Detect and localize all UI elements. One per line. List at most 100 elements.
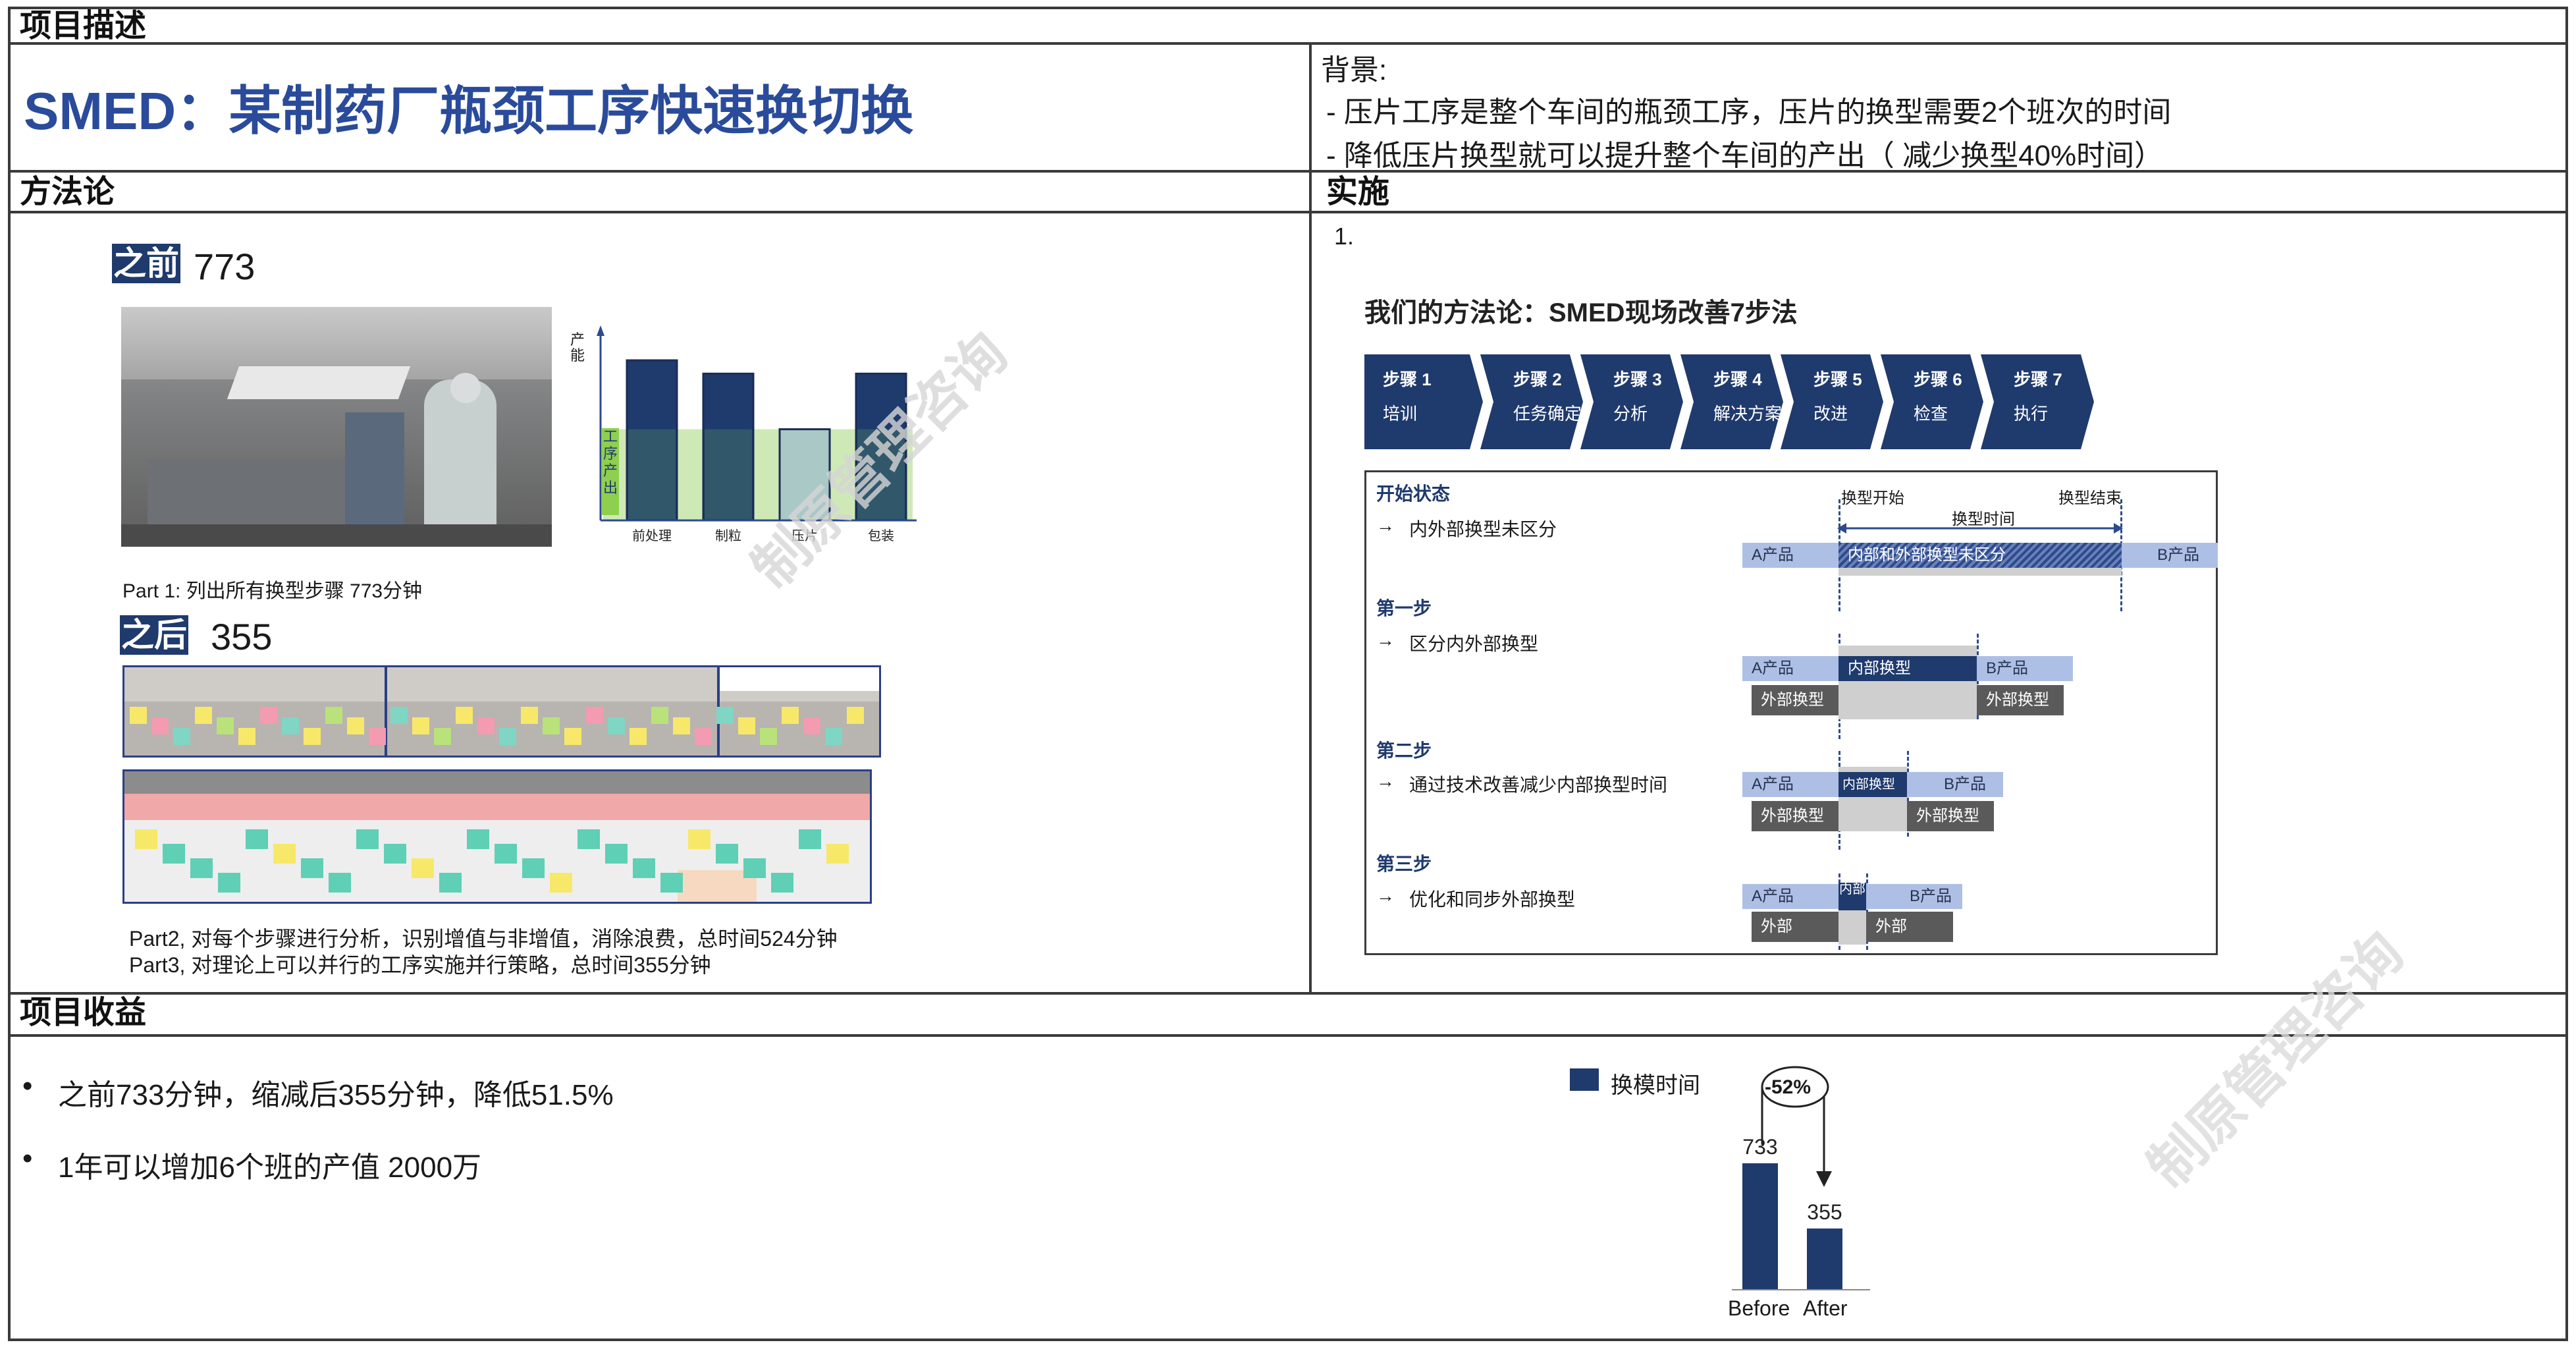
part2-text: Part2, 对每个步骤进行分析，识别增值与非增值，消除浪费，总时间524分钟 [129,927,838,951]
capacity-chart: 前处理制粒压片包装 [597,325,917,543]
after-tag-label: 之后 [121,617,187,653]
category-label: 压片 [792,528,818,543]
sticky-note [522,858,545,878]
external-changeover-bar: 外部换型 [1977,685,2064,715]
sticky-note [586,707,603,724]
frame-left [8,7,11,1341]
band-label: 工序产出 [603,428,618,496]
product-a-bar: A产品 [1742,884,1838,909]
sticky-note [347,717,364,734]
chart-ylabel: 产能 [570,331,585,364]
sticky-note [673,717,690,734]
internal-changeover-bar: 内部换型 [1838,656,1977,681]
stage2-item: 通过技术改善减少内部换型时间 [1409,775,1668,795]
category-label: 制粒 [715,528,741,543]
stage0-item: 内外部换型未区分 [1409,519,1557,539]
page-title: SMED：某制药厂瓶颈工序快速换切换 [24,82,914,140]
arrow-right-icon: → [1376,515,1395,536]
band-label-box: 工序产出 [602,428,619,515]
benefit-2: 1年可以增加6个班的产值 2000万 [58,1151,482,1184]
before-tag: 之前 [112,244,180,283]
sticky-note [369,728,386,745]
internal-changeover-bar: 内部换型 [1838,772,1907,797]
sticky-note [151,717,169,734]
sticky-note [329,873,351,893]
sticky-note [412,858,434,878]
reduction-label: -52% [1765,1076,1811,1098]
changeover-value: 733 [1742,1135,1777,1159]
frame-divider [1309,42,1312,995]
sticky-note [456,707,473,724]
step-label: 改进 [1813,404,1848,424]
stage3-title: 第三步 [1376,854,1432,874]
sticky-note [434,728,451,745]
after-tag: 之后 [120,615,188,655]
sticky-note [499,728,516,745]
sticky-note [356,829,379,849]
changeover-bar [1742,1163,1778,1290]
step-label: 检查 [1914,404,1948,424]
stage0-title: 开始状态 [1376,483,1451,504]
timeline-duration: 换型时间 [1952,511,2015,528]
sticky-note [577,829,600,849]
legend-label: 换模时间 [1611,1073,1700,1098]
step-chevron: 步骤 5 改进 [1781,354,1883,449]
changeover-chart: 733 355 [1732,1066,1870,1290]
sticky-note [467,829,489,849]
after-value: 355 [211,616,273,657]
sticky-note [190,858,213,878]
sticky-note [301,858,323,878]
sticky-note [238,728,255,745]
changeover-bar [1807,1229,1842,1290]
sticky-note [716,707,734,724]
part3-text: Part3, 对理论上可以并行的工序实施并行策略，总时间355分钟 [129,953,711,977]
sticky-note [738,717,755,734]
product-b-bar: B产品 [2122,543,2218,568]
y-axis-arrow [597,325,604,336]
product-b-bar: B产品 [1866,884,1962,909]
step-chevron: 步骤 1 培训 [1364,354,1483,449]
external-changeover-bar: 外部换型 [1752,685,1838,715]
product-b-bar: B产品 [1977,656,2073,681]
part1-text: Part 1: 列出所有换型步骤 773分钟 [122,580,423,602]
sticky-note [605,844,628,864]
sticky-note [521,707,538,724]
sticky-note [743,858,766,878]
before-tag-label: 之前 [113,245,179,282]
frame-line [8,170,2568,173]
sticky-note [195,707,212,724]
sticky-note [633,858,655,878]
frame-line [8,42,2568,45]
sticky-note [217,717,234,734]
reduction-arrowhead [1816,1171,1832,1187]
before-photo [121,307,552,547]
capacity-bar-overlap [705,429,752,519]
arrow-right-icon: → [1376,771,1395,791]
frame-bottom [8,1339,2568,1341]
frame-right [2565,7,2568,1341]
sticky-note [260,707,277,724]
step-label: 任务确定 [1513,404,1582,424]
sticky-note [651,707,668,724]
step-number: 步骤 6 [1914,370,1962,389]
after-label: After [1803,1296,1848,1320]
step-label: 培训 [1383,404,1418,424]
sticky-note [688,829,711,849]
step-label: 解决方案 [1713,404,1783,424]
background-line-2: - 降低压片换型就可以提升整个车间的产出（ 减少换型40%时间） [1326,140,2164,172]
changeover-value: 355 [1807,1200,1842,1224]
arrow-right-icon: → [1376,885,1395,906]
step-number: 步骤 5 [1813,370,1862,389]
background-line-1: - 压片工序是整个车间的瓶颈工序，压片的换型需要2个班次的时间 [1326,96,2172,128]
sticky-note [282,717,299,734]
sticky-note [803,717,820,734]
step-number: 步骤 1 [1383,370,1432,389]
sticky-note [825,728,842,745]
before-label: Before [1728,1296,1790,1320]
sticky-note [771,873,793,893]
arrow-right-icon: → [1376,630,1395,650]
method-title: 我们的方法论：SMED现场改善7步法 [1364,298,1798,327]
stage3-item: 优化和同步外部换型 [1409,889,1576,910]
